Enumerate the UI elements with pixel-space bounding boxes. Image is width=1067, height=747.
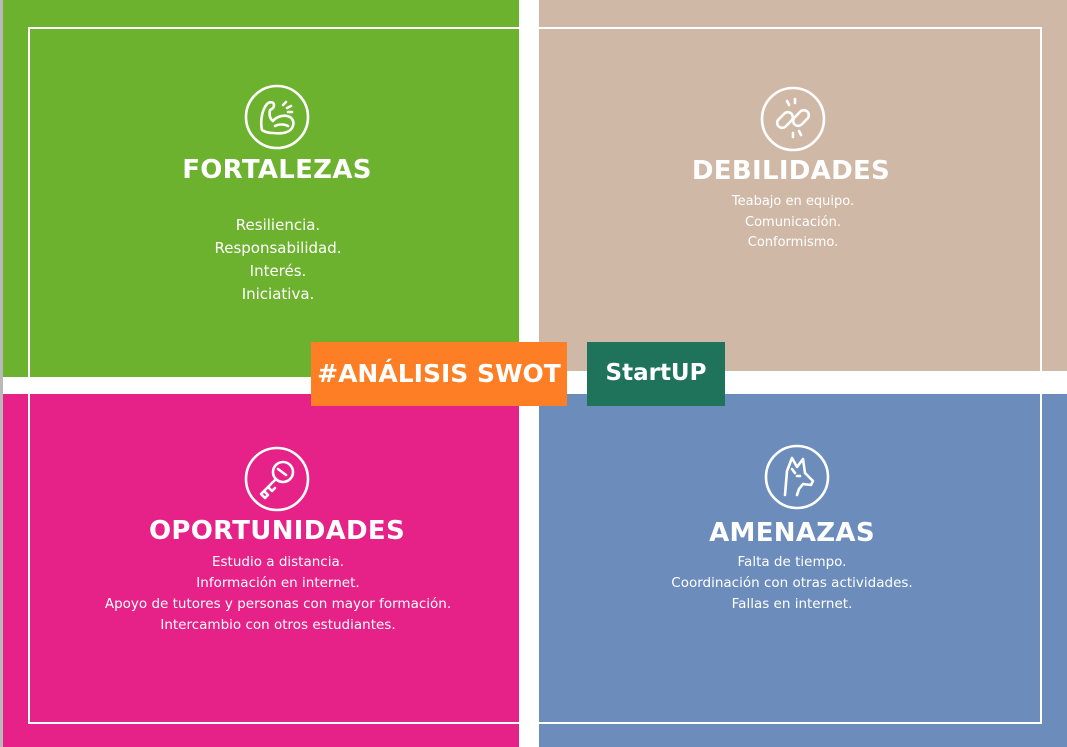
- fortalezas-title: FORTALEZAS: [182, 155, 372, 185]
- amenazas-quadrant: [539, 394, 1067, 747]
- list-item: Teabajo en equipo.: [731, 194, 855, 209]
- list-item: Estudio a distancia.: [211, 554, 345, 570]
- list-item: Interés.: [249, 262, 307, 280]
- list-item: Falta de tiempo.: [737, 554, 847, 570]
- list-item: Información en internet.: [196, 575, 360, 591]
- list-item: Comunicación.: [745, 214, 841, 230]
- amenazas-title: AMENAZAS: [709, 518, 875, 548]
- list-item: Coordinación con otras actividades.: [671, 575, 913, 591]
- startup-logo: StartUP: [587, 342, 725, 406]
- debilidades-quadrant: [539, 0, 1067, 371]
- list-item: Conformismo.: [747, 235, 839, 250]
- fortalezas-list: Resiliencia. Responsabilidad. Interés. I…: [158, 214, 398, 306]
- list-item: Fallas en internet.: [731, 596, 853, 612]
- wolf-head-icon: [763, 443, 831, 511]
- swot-title-badge: #ANÁLISIS SWOT: [311, 342, 567, 406]
- debilidades-list: Teabajo en equipo. Comunicación. Conform…: [693, 192, 893, 254]
- list-item: Responsabilidad.: [214, 239, 342, 257]
- list-item: Iniciativa.: [241, 285, 315, 303]
- fortalezas-quadrant: [3, 0, 519, 377]
- debilidades-title: DEBILIDADES: [691, 156, 891, 186]
- page-edge: [0, 0, 3, 747]
- list-item: Intercambio con otros estudiantes.: [160, 617, 396, 633]
- oportunidades-title: OPORTUNIDADES: [148, 516, 406, 546]
- key-icon: [243, 445, 311, 513]
- amenazas-list: Falta de tiempo. Coordinación con otras …: [652, 552, 932, 615]
- oportunidades-list: Estudio a distancia. Información en inte…: [78, 552, 478, 636]
- list-item: Apoyo de tutores y personas con mayor fo…: [104, 596, 452, 612]
- broken-chain-icon: [759, 85, 827, 153]
- list-item: Resiliencia.: [235, 216, 321, 234]
- flexed-arm-icon: [243, 83, 311, 151]
